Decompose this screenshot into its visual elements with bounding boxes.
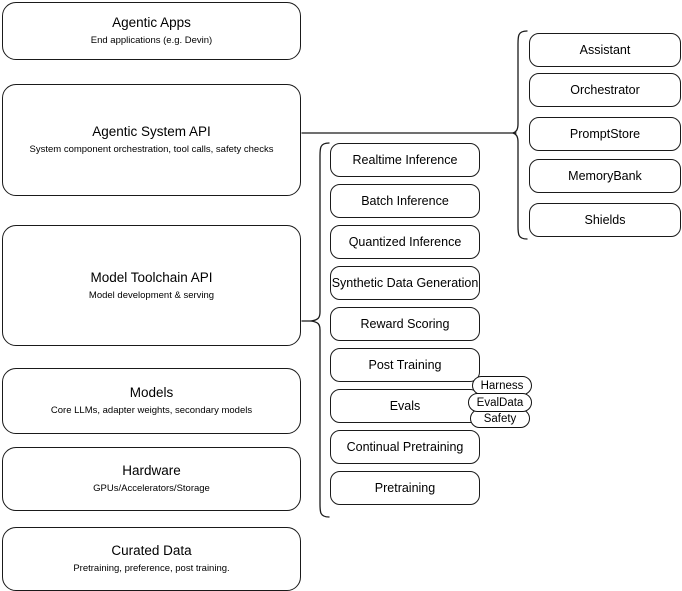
layer-hardware[interactable]: Hardware GPUs/Accelerators/Storage [2,447,301,511]
brace-toolchain-capabilities [310,142,330,518]
capability-realtime-inference[interactable]: Realtime Inference [330,143,480,177]
capability-label: Evals [389,399,421,413]
capability-label: Quantized Inference [348,235,462,249]
evals-badge-label: EvalData [476,396,524,409]
evals-badge-evaldata[interactable]: EvalData [468,393,532,412]
component-label: Shields [584,213,626,227]
capability-label: Batch Inference [361,194,449,208]
layer-curated-data[interactable]: Curated Data Pretraining, preference, po… [2,527,301,591]
capability-continual-pretraining[interactable]: Continual Pretraining [330,430,480,464]
layer-title: Curated Data [111,543,192,558]
capability-post-training[interactable]: Post Training [330,348,480,382]
evals-badge-label: Harness [480,379,524,392]
component-shields[interactable]: Shields [529,203,681,237]
capability-label: Continual Pretraining [346,440,464,454]
capability-reward-scoring[interactable]: Reward Scoring [330,307,480,341]
layer-subtitle: Pretraining, preference, post training. [73,563,230,574]
layer-title: Model Toolchain API [90,269,213,285]
layer-title: Hardware [122,463,181,478]
component-memorybank[interactable]: MemoryBank [529,159,681,193]
evals-badge-safety[interactable]: Safety [470,409,530,428]
component-label: MemoryBank [568,169,642,183]
component-label: Orchestrator [570,83,640,97]
layer-subtitle: Core LLMs, adapter weights, secondary mo… [50,405,253,416]
brace-system-components [512,30,528,240]
capability-label: Synthetic Data Generation [331,276,479,290]
component-label: Assistant [579,43,631,57]
layer-model-toolchain-api[interactable]: Model Toolchain API Model development & … [2,225,301,346]
layer-title: Agentic Apps [112,15,191,30]
component-assistant[interactable]: Assistant [529,33,681,67]
layer-models[interactable]: Models Core LLMs, adapter weights, secon… [2,368,301,434]
component-orchestrator[interactable]: Orchestrator [529,73,681,107]
capability-pretraining[interactable]: Pretraining [330,471,480,505]
layer-subtitle: Model development & serving [88,289,215,301]
layer-title: Agentic System API [92,124,211,139]
capability-synthetic-data-generation[interactable]: Synthetic Data Generation [330,266,480,300]
capability-quantized-inference[interactable]: Quantized Inference [330,225,480,259]
capability-label: Post Training [368,358,442,372]
capability-label: Pretraining [374,481,436,495]
layer-title: Models [129,385,174,400]
capability-evals[interactable]: Evals [330,389,480,423]
evals-badge-label: Safety [483,412,517,425]
layer-agentic-system-api[interactable]: Agentic System API System component orch… [2,84,301,196]
layer-subtitle: System component orchestration, tool cal… [29,144,274,155]
capability-label: Reward Scoring [360,317,450,331]
layer-agentic-apps[interactable]: Agentic Apps End applications (e.g. Devi… [2,2,301,60]
capability-batch-inference[interactable]: Batch Inference [330,184,480,218]
component-label: PromptStore [569,127,641,141]
capability-label: Realtime Inference [352,153,458,167]
component-promptstore[interactable]: PromptStore [529,117,681,151]
layer-subtitle: End applications (e.g. Devin) [90,35,213,46]
layer-subtitle: GPUs/Accelerators/Storage [93,483,210,494]
